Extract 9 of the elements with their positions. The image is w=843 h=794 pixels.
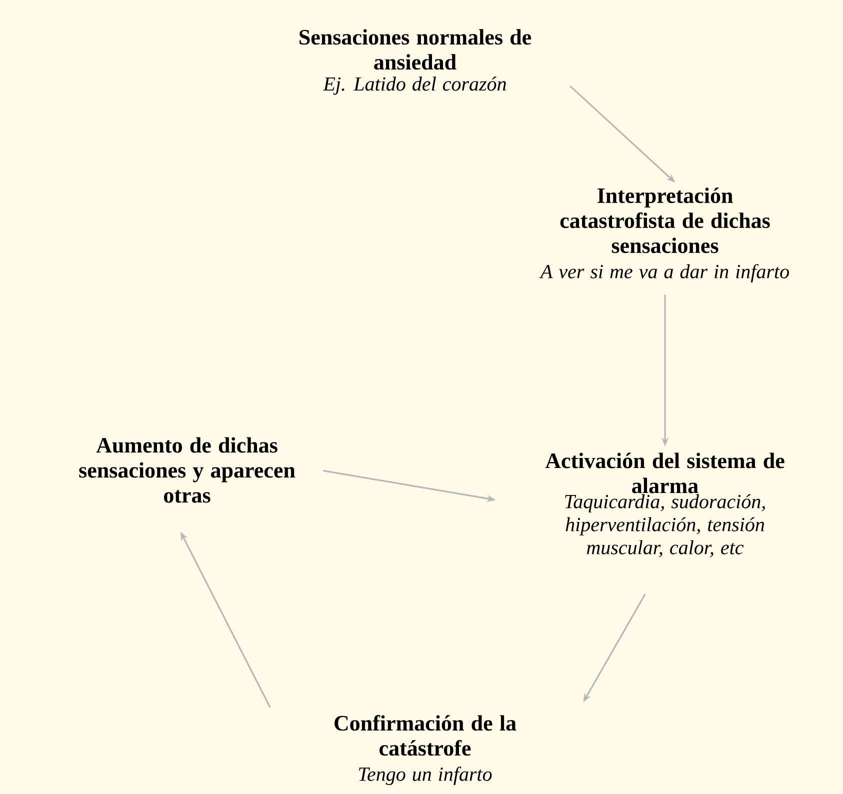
node-heading: Sensaciones normales de ansiedad: [300, 29, 532, 70]
node-description: A ver si me va a dar in infarto: [539, 264, 789, 282]
node-heading: Aumento de dichas sensaciones y aparecen otras: [79, 437, 296, 503]
node-description: Tengo un infarto: [359, 766, 492, 785]
node-description: Ej. Latido del corazón: [323, 76, 506, 95]
node-heading: Activación del sistema de alarma: [545, 452, 784, 494]
node-heading: Confirmación de la catástrofe: [334, 714, 516, 756]
node-description: Taquicardia, sudoración, hiperventilación, tensión muscular, calor, etc: [565, 494, 765, 558]
node-heading: Interpretación catastrofista de dichas sensaciones: [560, 188, 770, 254]
